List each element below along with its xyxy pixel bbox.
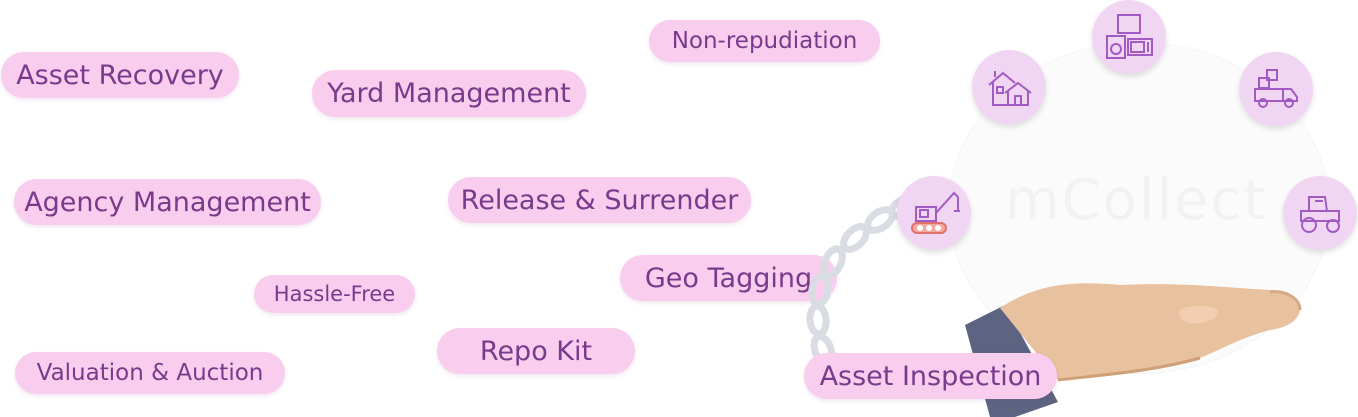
truck-icon-circle: [1239, 52, 1313, 126]
excavator-icon-circle: [897, 176, 971, 250]
tag-release-surrender: Release & Surrender: [448, 177, 751, 223]
tractor-icon-circle: [1283, 176, 1357, 250]
tag-non-repudiation: Non-repudiation: [649, 20, 880, 62]
hand: [1000, 283, 1300, 380]
house-icon-circle: [972, 50, 1046, 124]
tag-geo-tagging: Geo Tagging: [620, 255, 837, 301]
appliances-icon: [1106, 14, 1153, 59]
truck-icon: [1254, 69, 1298, 108]
tag-valuation-auction: Valuation & Auction: [15, 352, 285, 394]
tag-asset-recovery: Asset Recovery: [1, 52, 239, 98]
appliances-icon-circle: [1092, 0, 1166, 74]
tag-agency-management: Agency Management: [14, 179, 321, 225]
tag-asset-inspection: Asset Inspection: [804, 353, 1057, 399]
tag-yard-management: Yard Management: [312, 70, 586, 117]
tractor-icon: [1300, 196, 1340, 233]
tag-hassle-free: Hassle-Free: [254, 275, 415, 313]
tag-repo-kit: Repo Kit: [437, 328, 635, 374]
excavator-icon: [911, 191, 960, 234]
house-icon: [988, 71, 1032, 106]
